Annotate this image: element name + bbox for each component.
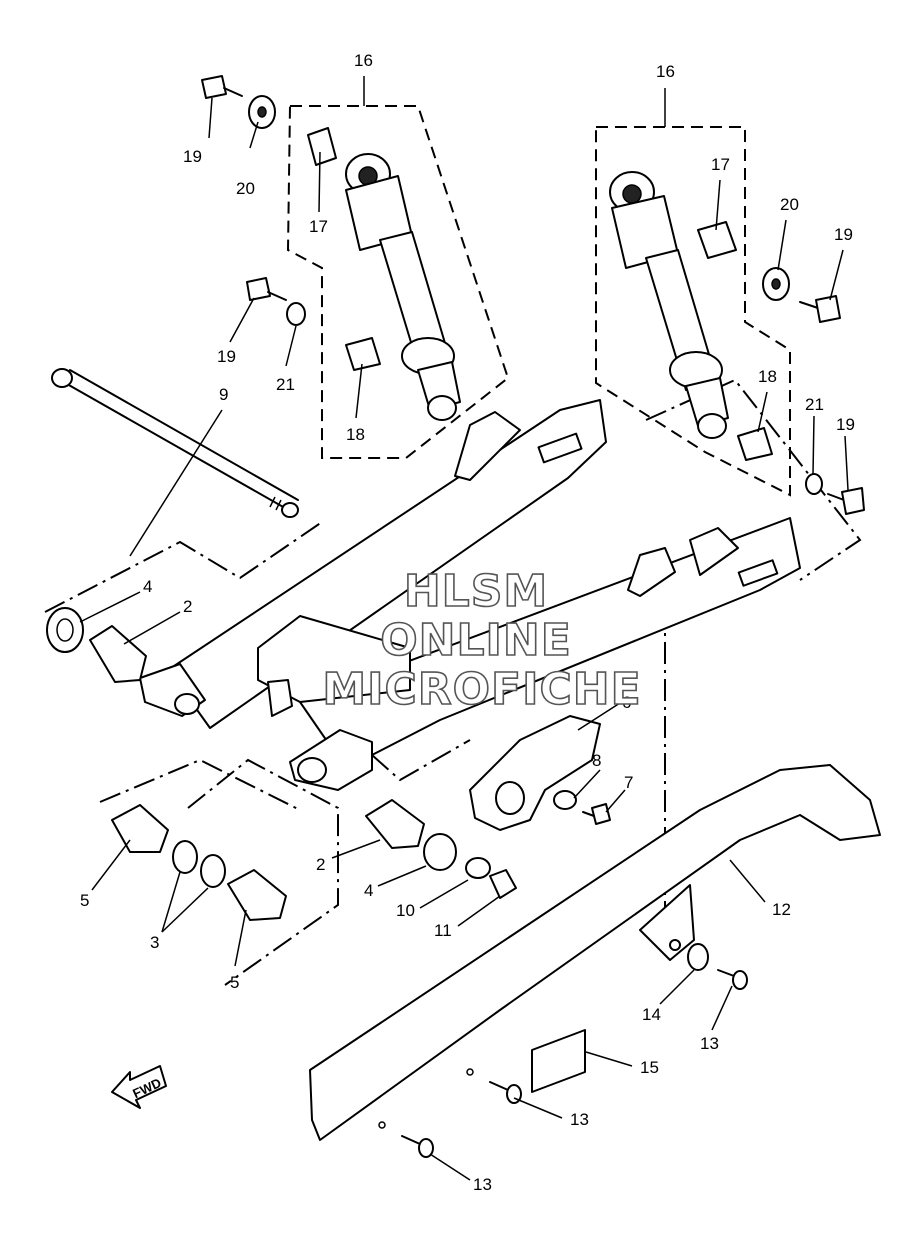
callout-10: 10 bbox=[396, 901, 415, 920]
callout-18-left: 18 bbox=[346, 425, 365, 444]
callout-17-right: 17 bbox=[711, 155, 730, 174]
callout-5-upper: 5 bbox=[80, 891, 89, 910]
bolt-19-right-lower bbox=[827, 487, 865, 515]
collar-left-17 bbox=[307, 127, 337, 166]
assembly-line-pivot bbox=[371, 739, 471, 782]
washer-20-right-hole bbox=[771, 278, 781, 290]
callout-2-upper: 2 bbox=[183, 597, 192, 616]
oil-seal-4-upper bbox=[46, 607, 84, 653]
callout-6: 6 bbox=[622, 693, 631, 712]
watermark: HLSM ONLINE MICROFICHE bbox=[322, 565, 642, 716]
callout-8: 8 bbox=[592, 751, 601, 770]
assembly-line-axle bbox=[44, 521, 323, 613]
watermark-line-2: ONLINE bbox=[380, 615, 572, 666]
watermark-line-3: MICROFICHE bbox=[322, 664, 641, 715]
callout-11: 11 bbox=[434, 921, 452, 940]
bolt-19-top-left bbox=[201, 75, 243, 99]
callout-4-lower: 4 bbox=[364, 881, 373, 900]
oil-seal-4-lower bbox=[423, 833, 457, 871]
callout-20-right: 20 bbox=[780, 195, 799, 214]
shock-absorber-right bbox=[609, 171, 729, 439]
nut-11 bbox=[489, 869, 517, 899]
callout-19-right-upper: 19 bbox=[834, 225, 853, 244]
collar-8 bbox=[553, 790, 577, 810]
callout-14: 14 bbox=[642, 1005, 661, 1024]
callout-16-right: 16 bbox=[656, 62, 675, 81]
bushing-2-lower bbox=[365, 799, 425, 849]
callout-13-lower: 13 bbox=[473, 1175, 492, 1194]
collar-left-18 bbox=[345, 337, 381, 371]
chain-guide bbox=[469, 715, 601, 831]
bolt-19-right-upper bbox=[799, 295, 841, 323]
callout-12: 12 bbox=[772, 900, 791, 919]
shock-group-box-left bbox=[286, 105, 510, 459]
pivot-shaft bbox=[51, 368, 299, 518]
callout-20-left: 20 bbox=[236, 179, 255, 198]
fwd-arrow-icon: FWD bbox=[111, 1065, 167, 1109]
callout-4-upper: 4 bbox=[143, 577, 152, 596]
callout-19-right-lower: 19 bbox=[836, 415, 855, 434]
callout-3: 3 bbox=[150, 933, 159, 952]
callout-9: 9 bbox=[219, 385, 228, 404]
bushing-5-lower bbox=[227, 869, 287, 921]
callout-21-right: 21 bbox=[805, 395, 824, 414]
screw-13-mid bbox=[489, 1081, 522, 1104]
callout-2-lower: 2 bbox=[316, 855, 325, 874]
screw-13-lower bbox=[401, 1135, 434, 1158]
bolt-19-mid-left bbox=[246, 277, 287, 301]
callout-13-right: 13 bbox=[700, 1034, 719, 1053]
washer-14 bbox=[687, 943, 709, 971]
assembly-line-left-lower bbox=[99, 758, 301, 811]
callout-17-left: 17 bbox=[309, 217, 328, 236]
washer-21-right bbox=[805, 473, 823, 495]
shock-absorber-left bbox=[345, 153, 461, 421]
callout-7: 7 bbox=[624, 773, 633, 792]
callout-5-lower: 5 bbox=[230, 973, 239, 992]
swing-arm bbox=[139, 399, 801, 791]
oil-seal-4-upper-hole bbox=[56, 618, 74, 642]
bolt-7 bbox=[582, 803, 611, 825]
chain-guide-hole bbox=[495, 781, 525, 815]
washer-21-left bbox=[286, 302, 306, 326]
callout-13-mid: 13 bbox=[570, 1110, 589, 1129]
washer-20-top-left-hole bbox=[257, 106, 267, 118]
watermark-line-1: HLSM bbox=[404, 566, 548, 617]
callout-15: 15 bbox=[640, 1058, 659, 1077]
callout-18-right: 18 bbox=[758, 367, 777, 386]
collar-right-18 bbox=[737, 427, 773, 461]
shock-group-box-right bbox=[595, 126, 791, 497]
washer-10 bbox=[465, 857, 491, 879]
leader-lines bbox=[79, 76, 849, 1181]
assembly-line-center bbox=[187, 758, 339, 986]
screw-13-right bbox=[717, 969, 748, 990]
bushing-5-upper bbox=[111, 804, 169, 853]
collar-right-17 bbox=[697, 221, 737, 259]
callout-16-left: 16 bbox=[354, 51, 373, 70]
callout-21-left: 21 bbox=[276, 375, 295, 394]
thrust-cover-3a bbox=[172, 840, 198, 874]
chain-case bbox=[309, 764, 881, 1141]
bushing-2-upper bbox=[89, 625, 147, 683]
thrust-cover-3b bbox=[200, 854, 226, 888]
callout-19-mid-left: 19 bbox=[217, 347, 236, 366]
callout-19-top-left: 19 bbox=[183, 147, 202, 166]
caution-label bbox=[531, 1029, 586, 1093]
